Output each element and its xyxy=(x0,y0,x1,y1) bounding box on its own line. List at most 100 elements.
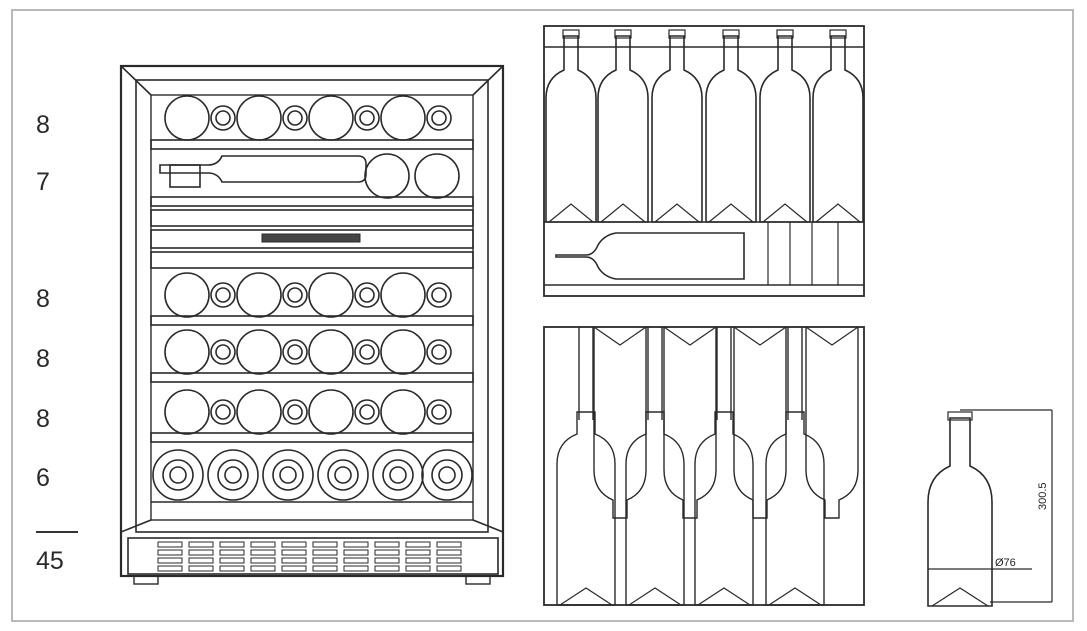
inverted-bottle-neck xyxy=(716,327,732,420)
inverted-bottle-base xyxy=(593,326,647,346)
vent-slot xyxy=(405,565,431,572)
lying-bottle-label xyxy=(169,164,201,188)
vent-slot xyxy=(281,549,307,556)
vent-slot xyxy=(436,549,462,556)
vent-panel xyxy=(127,537,499,575)
bottle-height-label: 300.5 xyxy=(1037,482,1049,510)
shelf-count-6: 6 xyxy=(36,464,50,492)
door-bevel-line xyxy=(472,65,504,96)
inverted-bottle xyxy=(593,327,647,519)
lying-bottle xyxy=(159,155,367,183)
divider-rail xyxy=(150,251,474,269)
upright-bottle xyxy=(694,411,754,606)
bottle-dimension-drawing: 300.5 Ø76 xyxy=(927,409,1053,607)
bottle-end-large xyxy=(380,272,426,318)
vent-slot xyxy=(312,541,338,548)
inverted-bottle-neck xyxy=(578,327,594,420)
vent-slot xyxy=(219,565,245,572)
shelf-row-4 xyxy=(164,329,452,375)
bottle-end-large xyxy=(164,389,210,435)
bottle-neck-inner xyxy=(359,404,375,420)
vent-slot xyxy=(312,549,338,556)
upright-bottle xyxy=(651,35,703,223)
inverted-bottle xyxy=(733,327,787,519)
bottle-end-large xyxy=(414,153,460,199)
diagram-frame xyxy=(11,9,1074,622)
bottle-neck-inner xyxy=(431,287,447,303)
bottle-base-chevron xyxy=(548,203,594,223)
bottle-neck-small xyxy=(282,399,308,425)
stacked-bottles-rack-view xyxy=(543,326,865,606)
bottle-base-chevron xyxy=(600,203,646,223)
bottle-neck-inner xyxy=(359,287,375,303)
vent-slot xyxy=(219,541,245,548)
vent-slot xyxy=(157,541,183,548)
bottle-cap xyxy=(829,29,847,39)
bottle-base-outer xyxy=(262,449,314,501)
bottle-base-inner xyxy=(169,466,187,484)
vent-slot xyxy=(188,565,214,572)
bottle-base-outer xyxy=(152,449,204,501)
bottle-neck-small xyxy=(282,339,308,365)
vent-slot xyxy=(281,565,307,572)
bottle-neck-inner xyxy=(287,344,303,360)
vent-slot xyxy=(312,565,338,572)
vent-slot xyxy=(343,565,369,572)
bottle-cap xyxy=(722,29,740,39)
bottle-neck-inner xyxy=(287,404,303,420)
divider-rail xyxy=(150,209,474,227)
bottle-base-outer xyxy=(317,449,369,501)
bottle-base-ring xyxy=(272,459,304,491)
vent-slot xyxy=(157,549,183,556)
bottle-end-large xyxy=(364,153,410,199)
vent-slot xyxy=(250,549,276,556)
bottle-base-chevron xyxy=(654,203,700,223)
bottle-neck-small xyxy=(426,339,452,365)
bottle-base-inner xyxy=(279,466,297,484)
bottle-cap xyxy=(614,29,632,39)
bottle-neck-small xyxy=(282,105,308,131)
vent-slot xyxy=(405,549,431,556)
vent-slot xyxy=(436,541,462,548)
bottle-diameter-label: Ø76 xyxy=(995,557,1016,569)
shelf-row-1 xyxy=(164,95,452,141)
vent-slot xyxy=(374,549,400,556)
inverted-bottle-neck xyxy=(647,327,663,420)
inverted-bottle-base xyxy=(805,326,859,346)
shelf-rail xyxy=(150,315,474,326)
cabinet-door-frame xyxy=(135,79,489,533)
upright-bottle xyxy=(625,411,685,606)
total-count: 45 xyxy=(36,547,64,575)
shelf-row-3 xyxy=(164,272,452,318)
vent-slot xyxy=(188,549,214,556)
bottle-base-chevron xyxy=(708,203,754,223)
bottle-base-ring xyxy=(327,459,359,491)
reference-bottle-base xyxy=(931,587,989,607)
lying-bottle xyxy=(555,232,745,280)
door-bevel-line xyxy=(120,519,152,533)
inverted-bottle xyxy=(805,327,859,519)
vent-slot xyxy=(436,557,462,564)
bottle-base-chevron xyxy=(815,203,861,223)
bottle-end-large xyxy=(308,272,354,318)
bottle-neck-small xyxy=(354,282,380,308)
vent-slot xyxy=(250,541,276,548)
upright-bottles-rack-view xyxy=(543,25,865,297)
vent-slot xyxy=(219,549,245,556)
vent-slot xyxy=(374,541,400,548)
bottle-neck-inner xyxy=(287,287,303,303)
vent-slot xyxy=(219,557,245,564)
bottle-end-large xyxy=(164,272,210,318)
vent-slot xyxy=(436,565,462,572)
bottle-neck-inner xyxy=(431,110,447,126)
bottle-base-inner xyxy=(224,466,242,484)
shelf-row-2 xyxy=(159,153,460,199)
bottle-neck-inner xyxy=(431,344,447,360)
bottle-end-large xyxy=(380,95,426,141)
bottle-neck-inner xyxy=(215,344,231,360)
upright-bottle-base xyxy=(559,587,613,606)
bottle-end-large xyxy=(380,389,426,435)
vent-grille xyxy=(157,541,462,572)
shelf-row-5 xyxy=(164,389,452,435)
vent-slot xyxy=(250,557,276,564)
